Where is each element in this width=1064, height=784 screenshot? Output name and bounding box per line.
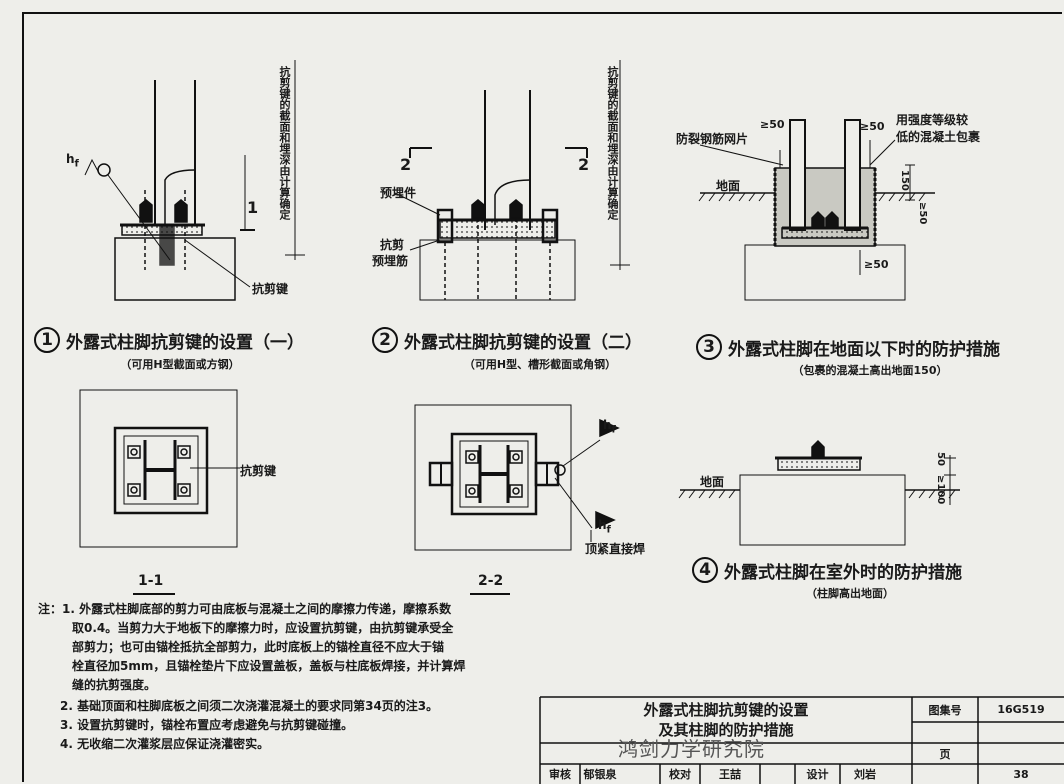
design-label: 设计 xyxy=(806,768,829,781)
fig1-plan-shear-key-label: 抗剪键 xyxy=(240,464,277,478)
note-line: 取0.4。当剪力大于地板下的摩擦力时，应设置抗剪键，由抗剪键承受全 xyxy=(72,621,454,635)
fig4-number: 4 xyxy=(692,557,718,583)
fig3-ground-label: 地面 xyxy=(716,179,741,193)
fig3-dim-ge50-bottom: ≥50 xyxy=(864,258,889,271)
fig4-dim-ge100: ≥100 xyxy=(935,475,946,505)
drawing-title: 外露式柱脚抗剪键的设置 及其柱脚的防护措施 xyxy=(540,697,912,743)
fig2-hf-subscript-bottom: f xyxy=(606,524,611,536)
fig2-number: 2 xyxy=(372,327,398,353)
atlas-label: 图集号 xyxy=(928,703,962,717)
review-label: 审核 xyxy=(549,768,571,781)
fig2-cut-mark-left: 2 xyxy=(400,155,412,174)
fig3-title: 3 外露式柱脚在地面以下时的防护措施 xyxy=(696,334,1000,360)
fig2-plan-section xyxy=(414,404,620,595)
fig1-subtitle: （可用H型截面或方钢） xyxy=(120,358,240,371)
fig4-title-text: 外露式柱脚在室外时的防护措施 xyxy=(724,562,962,583)
fig3-dim-ge50-right: ≥50 xyxy=(860,120,885,133)
atlas-number: 16G519 xyxy=(997,703,1045,716)
fig3-subtitle: （包裹的混凝土高出地面150） xyxy=(792,364,948,377)
fig2-subtitle: （可用H型、槽形截面或角钢） xyxy=(463,358,617,371)
fig4-ground-label: 地面 xyxy=(700,475,725,489)
fig3-dim-ge50-left: ≥50 xyxy=(760,118,785,131)
fig3-dim-ge50-vertical: ≥50 xyxy=(917,202,928,225)
section-1-1-label: 1-1 xyxy=(138,573,164,589)
fig1-title-text: 外露式柱脚抗剪键的设置（一） xyxy=(66,332,304,353)
fig2-cut-mark-right: 2 xyxy=(578,155,590,174)
note-line: 3. 设置抗剪键时，锚栓布置应考虑避免与抗剪键碰撞。 xyxy=(60,718,354,732)
fig2-elevation xyxy=(394,60,630,301)
note-line: 部剪力；也可由锚栓抵抗全部剪力，此时底板上的锚栓直径不应大于锚 xyxy=(72,640,445,654)
page-label: 页 xyxy=(939,747,951,761)
fig1-number: 1 xyxy=(34,327,60,353)
note-line: 4. 无收缩二次灌浆层应保证浇灌密实。 xyxy=(60,737,270,751)
page-number: 38 xyxy=(1013,767,1029,781)
fig2-weld-label: 顶紧直接焊 xyxy=(585,542,646,556)
title-block-grid xyxy=(539,696,1064,784)
drawing-title-line1: 外露式柱脚抗剪键的设置 xyxy=(643,701,809,719)
watermark: 鸿剑力学研究院 xyxy=(618,737,765,761)
fig1-foundation xyxy=(114,237,236,301)
fig3-concrete-label-1: 用强度等级较 xyxy=(896,113,969,127)
checker-name: 王喆 xyxy=(719,768,741,781)
fig3-concrete-label-2: 低的混凝土包裹 xyxy=(896,130,981,144)
fig2-hf-symbol-bottom: h xyxy=(598,518,607,532)
fig2-hf-label-bottom: hf xyxy=(598,518,611,535)
fig2-shear-rebar-label-1: 抗剪 xyxy=(380,238,405,252)
fig4-elevation xyxy=(678,439,960,546)
fig2-hf-symbol-top: h xyxy=(603,418,612,432)
fig4-dim-50: 50 xyxy=(935,452,946,466)
fig1-hf-label: hf xyxy=(66,152,79,169)
designer-name: 刘岩 xyxy=(854,768,876,781)
fig1-cut-mark: 1 xyxy=(247,198,259,217)
fig1-vertical-note: 抗剪键的截面和埋深由计算确定 xyxy=(278,66,291,220)
fig2-title: 2 外露式柱脚抗剪键的设置（二） xyxy=(372,327,642,353)
fig3-elevation xyxy=(698,119,935,301)
note-line: 2. 基础顶面和柱脚底板之间须二次浇灌混凝土的要求同第34页的注3。 xyxy=(60,699,439,713)
reviewer-name: 郁银泉 xyxy=(583,768,617,781)
fig1-elevation xyxy=(84,60,305,301)
fig1-plan-section xyxy=(79,389,240,595)
fig3-number: 3 xyxy=(696,334,722,360)
title-block: 外露式柱脚抗剪键的设置 及其柱脚的防护措施 图集号 16G519 页 38 审核… xyxy=(540,697,1064,784)
drawing-title-line2: 及其柱脚的防护措施 xyxy=(658,721,794,739)
fig2-title-text: 外露式柱脚抗剪键的设置（二） xyxy=(404,332,642,353)
fig1-hf-symbol: h xyxy=(66,152,75,166)
fig4-title: 4 外露式柱脚在室外时的防护措施 xyxy=(692,557,962,583)
fig2-vertical-note: 抗剪键的截面和埋深由计算确定 xyxy=(606,66,619,220)
fig3-crack-mesh-label: 防裂钢筋网片 xyxy=(676,132,749,146)
fig4-subtitle: （柱脚高出地面） xyxy=(806,587,894,600)
section-2-2-label: 2-2 xyxy=(478,573,504,589)
fig1-hf-subscript: f xyxy=(74,158,79,170)
note-line: 缝的抗剪强度。 xyxy=(72,678,157,692)
fig3-dim-150: 150 xyxy=(899,170,910,191)
note-line: 注：1. 外露式柱脚底部的剪力可由底板与混凝土之间的摩擦力传递，摩擦系数 xyxy=(38,602,452,616)
fig1-title: 1 外露式柱脚抗剪键的设置（一） xyxy=(34,327,304,353)
fig2-shear-rebar-label-2: 预埋筋 xyxy=(372,254,409,268)
fig2-embedded-part-label: 预埋件 xyxy=(380,186,417,200)
notes-block: 注：1. 外露式柱脚底部的剪力可由底板与混凝土之间的摩擦力传递，摩擦系数 取0.… xyxy=(38,600,538,754)
fig1-shear-key-label: 抗剪键 xyxy=(252,282,289,296)
note-line: 栓直径加5mm，且锚栓垫片下应设置盖板，盖板与柱底板焊接，并计算焊 xyxy=(72,659,466,673)
fig2-hf-label-top: hf xyxy=(603,418,616,435)
sheet-border xyxy=(22,12,1062,782)
check-label: 校对 xyxy=(669,768,691,781)
fig2-hf-subscript-top: f xyxy=(611,424,616,436)
fig3-title-text: 外露式柱脚在地面以下时的防护措施 xyxy=(728,339,1000,360)
